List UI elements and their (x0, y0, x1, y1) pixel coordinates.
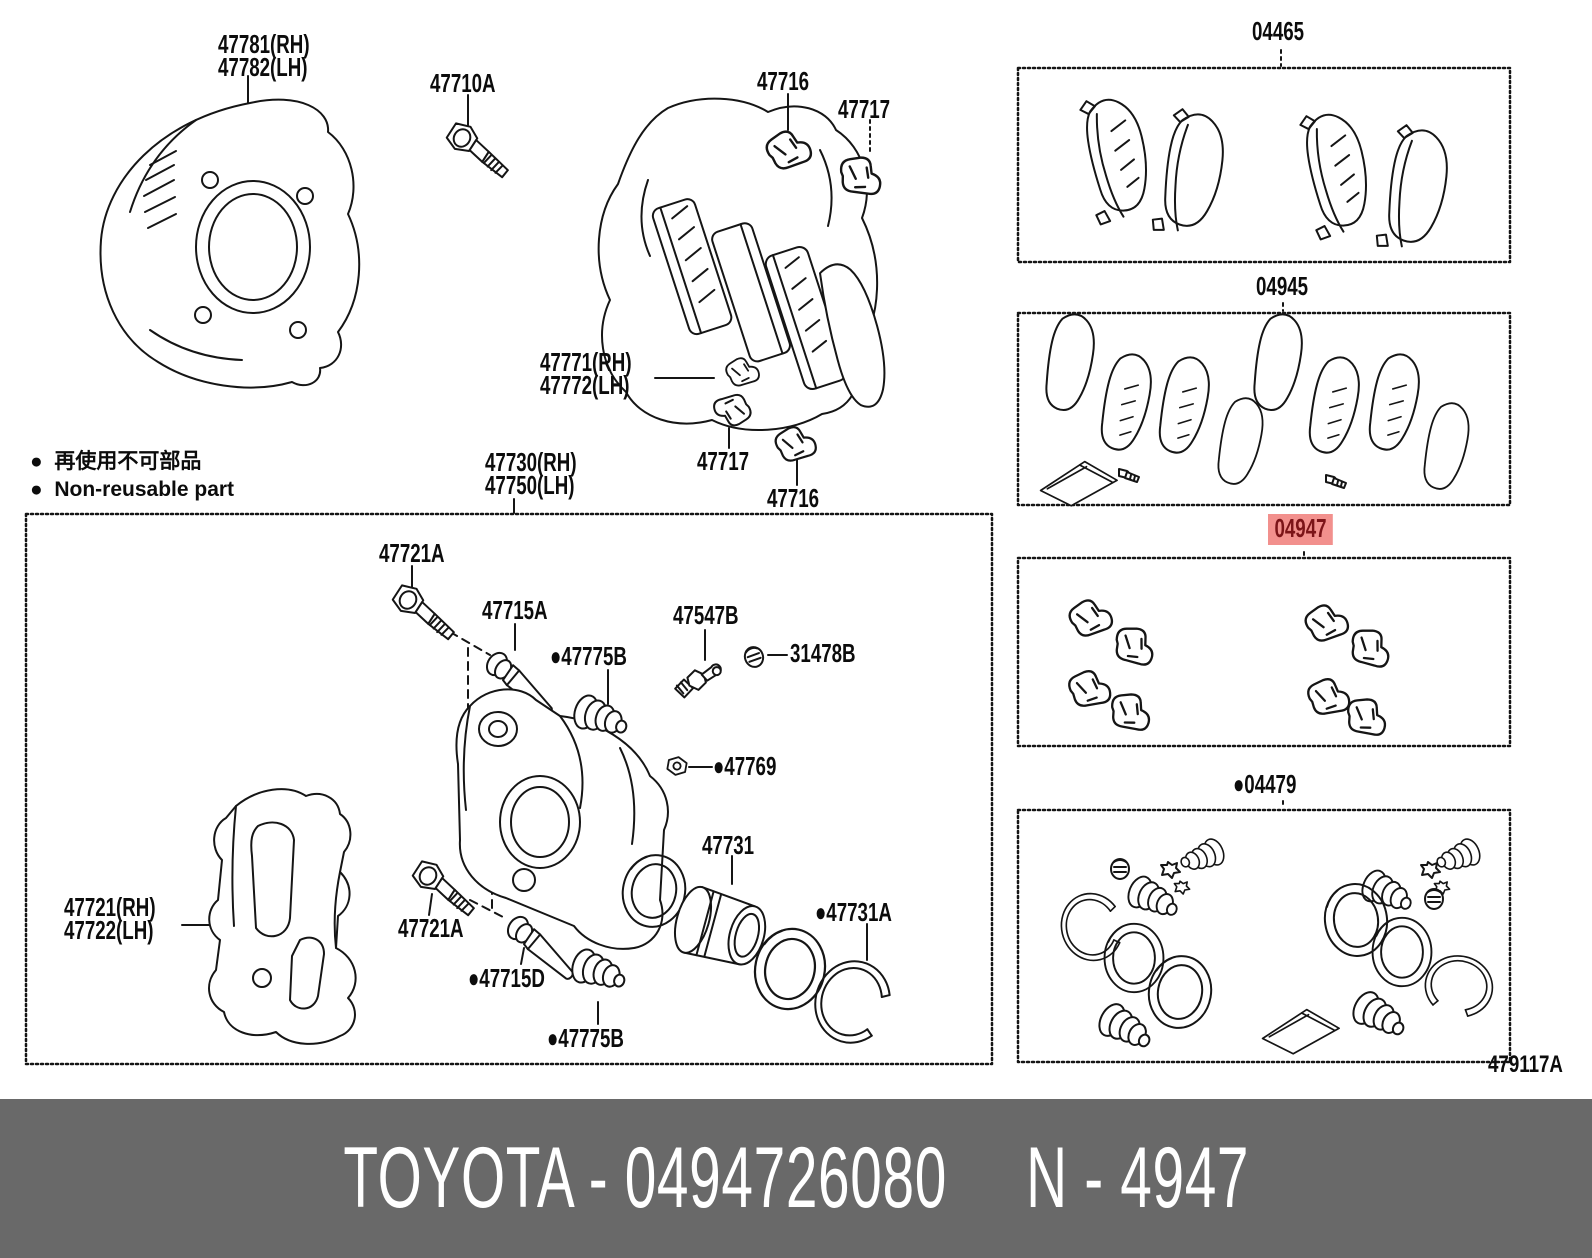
cylinder-seal-kit-drawing (1053, 835, 1499, 1057)
part-label-47716-bottom[interactable]: 47716 (767, 483, 820, 513)
part-label-47721a-bottom[interactable]: 47721A (398, 913, 464, 943)
part-label-47710a[interactable]: 47710A (430, 68, 496, 98)
kit-label-04947-highlighted[interactable]: 04947 (1268, 514, 1334, 545)
part-label-47716-top[interactable]: 47716 (757, 66, 810, 96)
kit-label-04945[interactable]: 04945 (1256, 271, 1309, 301)
part-label-47775b-upper[interactable]: ●47775B (550, 641, 627, 671)
grease-packet-drawing (1261, 1008, 1340, 1055)
footer-banner-text: TOYOTA - 0494726080 N - 4947 (343, 1129, 1249, 1228)
part-label-47717-bottom[interactable]: 47717 (697, 446, 750, 476)
kit-label-04479[interactable]: ●04479 (1233, 769, 1297, 799)
union-nut-drawing (665, 754, 689, 778)
part-label-47730-47750[interactable]: 47730(RH) 47750(LH) (485, 447, 577, 500)
pad-fitting-kit-drawing (1065, 594, 1397, 740)
banner-catalog-code: N - 4947 (1025, 1130, 1249, 1226)
part-label-47771-47772[interactable]: 47771(RH) 47772(LH) (540, 347, 632, 400)
brake-pad-kit-drawing (1067, 89, 1453, 254)
caliper-mount-bolt-drawing (443, 118, 518, 181)
part-label-47731a[interactable]: ●47731A (815, 897, 892, 927)
shim-fitting-drawing (1118, 468, 1140, 483)
alignment-dashed-lines (437, 624, 506, 919)
kit-box-04465 (1016, 66, 1512, 264)
part-label-47721-47722[interactable]: 47721(RH) 47722(LH) (64, 892, 156, 945)
pad-support-clip-drawing (762, 125, 815, 173)
figure-code: 479117A (1488, 1051, 1563, 1078)
slide-bolt-upper-drawing (389, 580, 464, 643)
kit-box-04479 (1016, 808, 1512, 1064)
part-label-47715a[interactable]: 47715A (482, 595, 548, 625)
diagram-area: ● 再使用不可部品 ● Non-reusable part 47781(RH) … (24, 16, 1563, 1078)
caliper-bracket-drawing (208, 788, 357, 1045)
pad-support-clip-drawing (835, 152, 887, 199)
kit-box-04945 (1016, 311, 1512, 507)
legend-non-reusable-en: ● Non-reusable part (30, 478, 235, 501)
caliper-body-drawing (455, 688, 669, 950)
kit-label-04465[interactable]: 04465 (1252, 16, 1305, 46)
part-label-47781-47782[interactable]: 47781(RH) 47782(LH) (218, 29, 310, 82)
part-label-47715d[interactable]: ●47715D (468, 963, 545, 993)
dust-shield-drawing (99, 98, 361, 389)
kit-box-04947 (1016, 556, 1512, 748)
pin-boot-lower-drawing (567, 945, 632, 997)
knuckle-and-pads-drawing (597, 97, 887, 465)
banner-part-number: TOYOTA - 0494726080 (343, 1130, 947, 1226)
part-label-47775b-lower[interactable]: ●47775B (547, 1023, 624, 1053)
main-assembly-box (24, 512, 994, 1066)
bleeder-cap-drawing (741, 643, 767, 671)
legend-non-reusable-jp: ● 再使用不可部品 (30, 450, 202, 473)
part-label-31478b[interactable]: 31478B (790, 638, 856, 668)
footer-banner: TOYOTA - 0494726080 N - 4947 (0, 1099, 1592, 1258)
bleeder-plug-drawing (670, 658, 726, 701)
part-label-47717-top[interactable]: 47717 (838, 94, 891, 124)
snap-ring-drawing (804, 951, 898, 1052)
leader-lines (181, 49, 1305, 1025)
grease-packet-drawing (1039, 460, 1118, 507)
shim-fitting-drawing (1325, 474, 1347, 489)
anti-squeal-shim-kit-drawing (1039, 311, 1474, 507)
piston-drawing (673, 885, 767, 966)
diagram-canvas (24, 49, 1512, 1066)
part-label-47547b[interactable]: 47547B (673, 600, 739, 630)
part-label-47731[interactable]: 47731 (702, 830, 755, 860)
part-label-47721a-top[interactable]: 47721A (379, 538, 445, 568)
part-label-47769[interactable]: ●47769 (713, 751, 777, 781)
